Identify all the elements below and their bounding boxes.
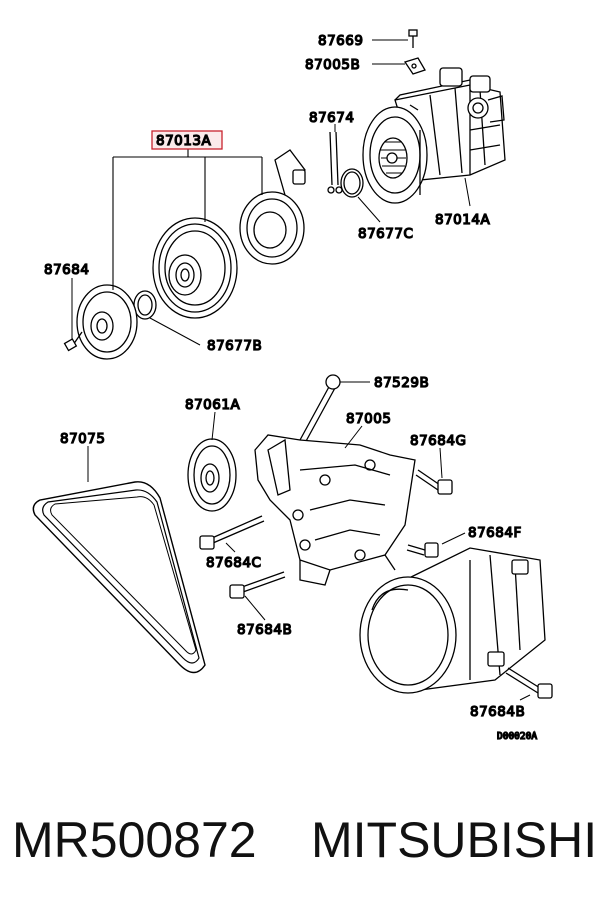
pulley	[152, 217, 238, 319]
label-87684g: 87684G	[410, 433, 466, 449]
label-87014a: 87014A	[435, 212, 490, 228]
label-87674: 87674	[309, 110, 354, 126]
label-87061a: 87061A	[185, 397, 240, 413]
label-87684b-lower: 87684B	[470, 704, 525, 720]
bolt-87684f	[406, 542, 439, 558]
armature-plate	[76, 284, 138, 360]
compressor-upper	[362, 67, 506, 204]
bracket-87005	[254, 434, 416, 586]
bolt-87529b	[299, 374, 341, 444]
drive-belt	[32, 481, 206, 674]
bolt-87684b-middle	[229, 571, 286, 599]
label-87013a: 87013A	[156, 133, 211, 149]
label-87005: 87005	[346, 411, 391, 427]
label-87684f: 87684F	[468, 525, 522, 541]
field-coil	[239, 149, 306, 265]
bolt-87684b-lower	[505, 667, 553, 699]
pins-87674	[327, 131, 343, 194]
label-87669: 87669	[318, 33, 363, 49]
label-87005b: 87005B	[305, 57, 360, 73]
bolt-87669	[408, 29, 418, 48]
bolt-87684g	[415, 469, 453, 495]
label-87529b: 87529B	[374, 375, 429, 391]
leader-lines-upper	[71, 39, 471, 346]
compressor-lower	[359, 547, 546, 694]
leader-lines-lower	[87, 381, 531, 701]
label-87684c: 87684C	[206, 555, 261, 571]
drawing-code: D00020A	[497, 731, 537, 742]
snap-ring-87677c	[340, 168, 364, 198]
bolt-87684c	[199, 515, 265, 550]
label-87684: 87684	[44, 262, 89, 278]
label-87684b-middle: 87684B	[237, 622, 292, 638]
idler-pulley-87061a	[187, 438, 237, 512]
label-87677b: 87677B	[207, 338, 262, 354]
highlight-box-87013a	[151, 130, 223, 150]
label-87677c: 87677C	[358, 226, 413, 242]
shim-87677b	[133, 290, 157, 320]
part-number: MR500872	[12, 812, 257, 868]
bracket-87005b	[403, 57, 426, 75]
brand-name: MITSUBISHI	[311, 812, 598, 868]
parts-diagram: 87669 87005B 87674 87013A 87677C 87014A …	[32, 29, 553, 743]
label-87075: 87075	[60, 431, 105, 447]
bolt-87684	[63, 331, 83, 352]
